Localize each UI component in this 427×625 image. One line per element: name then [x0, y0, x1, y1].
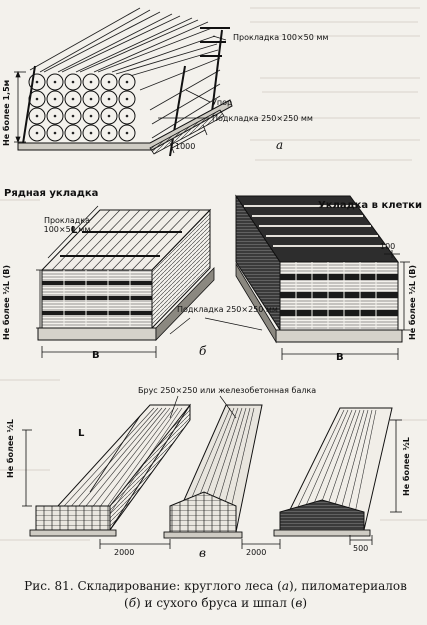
- storage-figure: [14, 7, 410, 549]
- row-laying-stack: [36, 205, 215, 358]
- label-spacer-a: Прокладка 100×50 мм: [233, 33, 329, 42]
- panel-label-b: б: [199, 344, 207, 358]
- caption-mid1: ), пиломатериалов (: [124, 579, 407, 610]
- label-base-a: Подкладка 250×250 мм: [212, 114, 313, 123]
- label-L-c: L: [78, 428, 85, 439]
- label-height-b-right: Не более ½L (B): [408, 264, 417, 340]
- label-beam: Брус 250×250 или железобетонная балка: [138, 386, 317, 395]
- round-timber-stack: [14, 7, 233, 157]
- caption-ref-b: б: [128, 596, 137, 610]
- title-cage-laying: Укладка в клетки: [318, 200, 422, 211]
- label-base-b: Подкладка 250×250 мм: [177, 305, 278, 314]
- label-dim-2000a: 2000: [114, 548, 135, 557]
- label-B-right: B: [336, 352, 344, 363]
- label-dim-2000b: 2000: [246, 548, 267, 557]
- panel-label-a: а: [276, 138, 284, 152]
- caption-suffix: ): [302, 596, 307, 610]
- label-stop: Упор: [212, 98, 233, 107]
- label-spacer-b: Прокладка 100×50 мм: [43, 216, 91, 234]
- label-height-c-right: Не более ½L: [402, 437, 411, 496]
- figure-caption: Рис. 81. Складирование: круглого леса (а…: [18, 578, 413, 612]
- caption-mid2: ) и сухого бруса и шпал (: [136, 596, 296, 610]
- caption-ref-a: а: [281, 579, 290, 593]
- label-B-left: B: [92, 350, 100, 361]
- label-height-b-left: Не более ½L (B): [2, 264, 11, 340]
- title-row-laying: Рядная укладка: [4, 188, 99, 199]
- label-dim-500: 500: [353, 544, 369, 553]
- label-L-b: L: [71, 225, 78, 236]
- label-dim-1000: 1000: [175, 142, 196, 151]
- label-dim-100: 100: [380, 242, 396, 251]
- panel-label-c: в: [199, 546, 206, 560]
- label-height-c-left: Не более ½L: [6, 419, 15, 478]
- cage-laying-stack: [169, 194, 410, 360]
- caption-prefix: Рис. 81. Складирование: круглого леса (: [24, 579, 282, 593]
- label-height-a: Не более 1,5м: [2, 79, 11, 146]
- caption-ref-c: в: [295, 596, 303, 610]
- sleeper-stacks: [22, 395, 402, 549]
